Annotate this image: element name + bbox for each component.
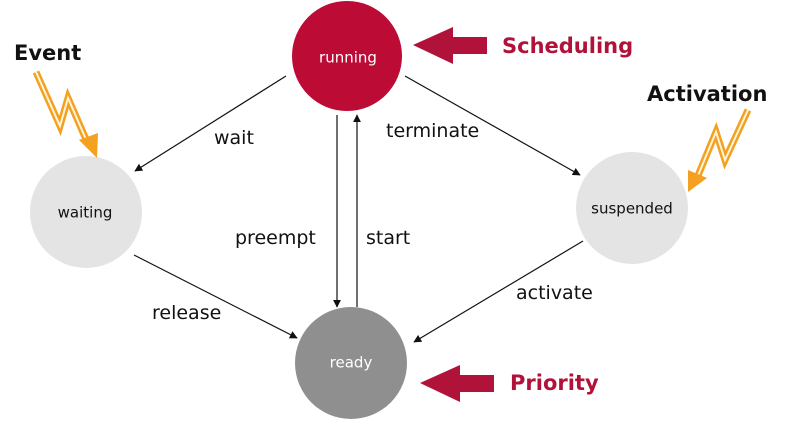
edge-terminate (404, 75, 581, 176)
state-waiting-circle (30, 156, 142, 268)
edge-start-label: start (366, 227, 410, 249)
edge-terminate-label: terminate (386, 120, 479, 142)
edge-wait-label: wait (214, 127, 254, 149)
trigger-scheduling-label: Scheduling (502, 34, 633, 58)
trigger-activation-label: Activation (647, 82, 767, 106)
trigger-priority-label: Priority (510, 371, 599, 395)
state-ready-circle (295, 307, 407, 419)
arrow-right-icon (413, 27, 487, 64)
edge-activate (413, 240, 584, 343)
edge-preempt-label: preempt (235, 227, 316, 249)
trigger-event-label: Event (14, 41, 81, 65)
state-suspended-circle (576, 152, 688, 264)
edge-activate-label: activate (516, 282, 593, 304)
state-running-label: running (319, 49, 377, 67)
state-running-circle (292, 1, 402, 111)
arrow-right-icon (420, 365, 494, 402)
lightning-icon (32, 70, 98, 158)
state-waiting-label: waiting (58, 204, 113, 222)
state-ready-label: ready (330, 354, 373, 372)
edge-wait (134, 75, 287, 172)
state-suspended-label: suspended (591, 200, 673, 218)
edge-release (133, 254, 298, 339)
lightning-icon (688, 108, 752, 192)
edge-release-label: release (152, 302, 221, 324)
